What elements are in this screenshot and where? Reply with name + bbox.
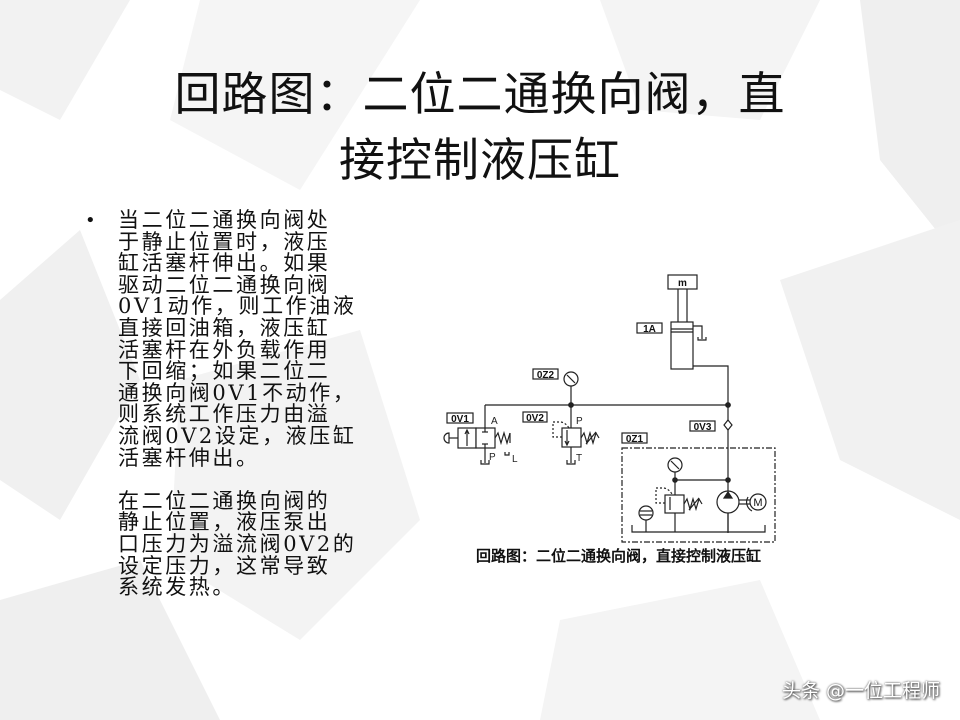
watermark: 头条 @一位工程师 (781, 680, 940, 702)
body-text-line: 缸活塞杆伸出。如果 (118, 251, 331, 276)
body-text-line: 活塞杆在外负载作用 (118, 337, 331, 362)
bullet-marker: • (85, 210, 96, 231)
cylinder-label: 1A (643, 324, 656, 335)
directional-valve-0v1 (443, 405, 511, 465)
valve1-label: 0V1 (451, 414, 469, 425)
relief-valve-0v2 (552, 405, 600, 465)
relief-valve-icon (664, 494, 685, 514)
port-a-label: A (491, 416, 498, 427)
body-text-line: 通换向阀0V1不动作， (118, 380, 357, 405)
mass-label: m (678, 278, 687, 289)
check-valve-label: 0V3 (694, 422, 712, 433)
body-text-line: 驱动二位二通换向阀 (118, 272, 331, 297)
valve2-label: 0V2 (526, 413, 544, 424)
body-text-line: 0V1动作，则工作油液 (118, 294, 357, 319)
body-text-line: 系统发热。 (118, 575, 236, 600)
motor-icon (749, 493, 767, 511)
body-text-line: 活塞杆伸出。 (118, 445, 260, 470)
body-text-line: 直接回油箱，液压缸 (118, 315, 331, 340)
port-l-label: L (512, 454, 518, 465)
body-text-line: 则系统工作压力由溢 (118, 402, 331, 427)
mass-block (667, 274, 698, 290)
body-text-line: 于静止位置时，液压 (118, 229, 331, 254)
port-p-label: P (489, 452, 496, 463)
filter-icon (638, 505, 654, 521)
tank-icon (631, 525, 766, 533)
body-text-line: 当二位二通换向阀处 (118, 208, 331, 232)
cylinder-1a (670, 321, 707, 370)
body-text-line: 流阀0V2设定，液压缸 (118, 423, 357, 448)
body-text-line: 在二位二通换向阀的 (118, 488, 331, 513)
port-p2-label: P (576, 416, 583, 427)
power-unit-label: 0Z1 (626, 434, 644, 445)
motor-label: M (753, 497, 762, 509)
power-unit-boundary (621, 447, 776, 543)
slide-title-line2: 接控制液压缸 (339, 133, 621, 187)
body-text-line: 下回缩；如果二位二 (118, 359, 331, 384)
check-valve-icon (723, 419, 733, 431)
body-text-line: 静止位置，液压泵出 (118, 510, 331, 535)
body-text-line: 设定压力，这常导致 (118, 553, 331, 578)
gauge-label: 0Z2 (537, 370, 555, 381)
port-t-label: T (576, 453, 582, 464)
diagram-caption: 回路图：二位二通换向阀，直接控制液压缸 (476, 547, 762, 565)
body-text-line: 口压力为溢流阀0V2的 (118, 531, 357, 556)
slide-title-line1: 回路图：二位二通换向阀，直 (174, 67, 786, 121)
